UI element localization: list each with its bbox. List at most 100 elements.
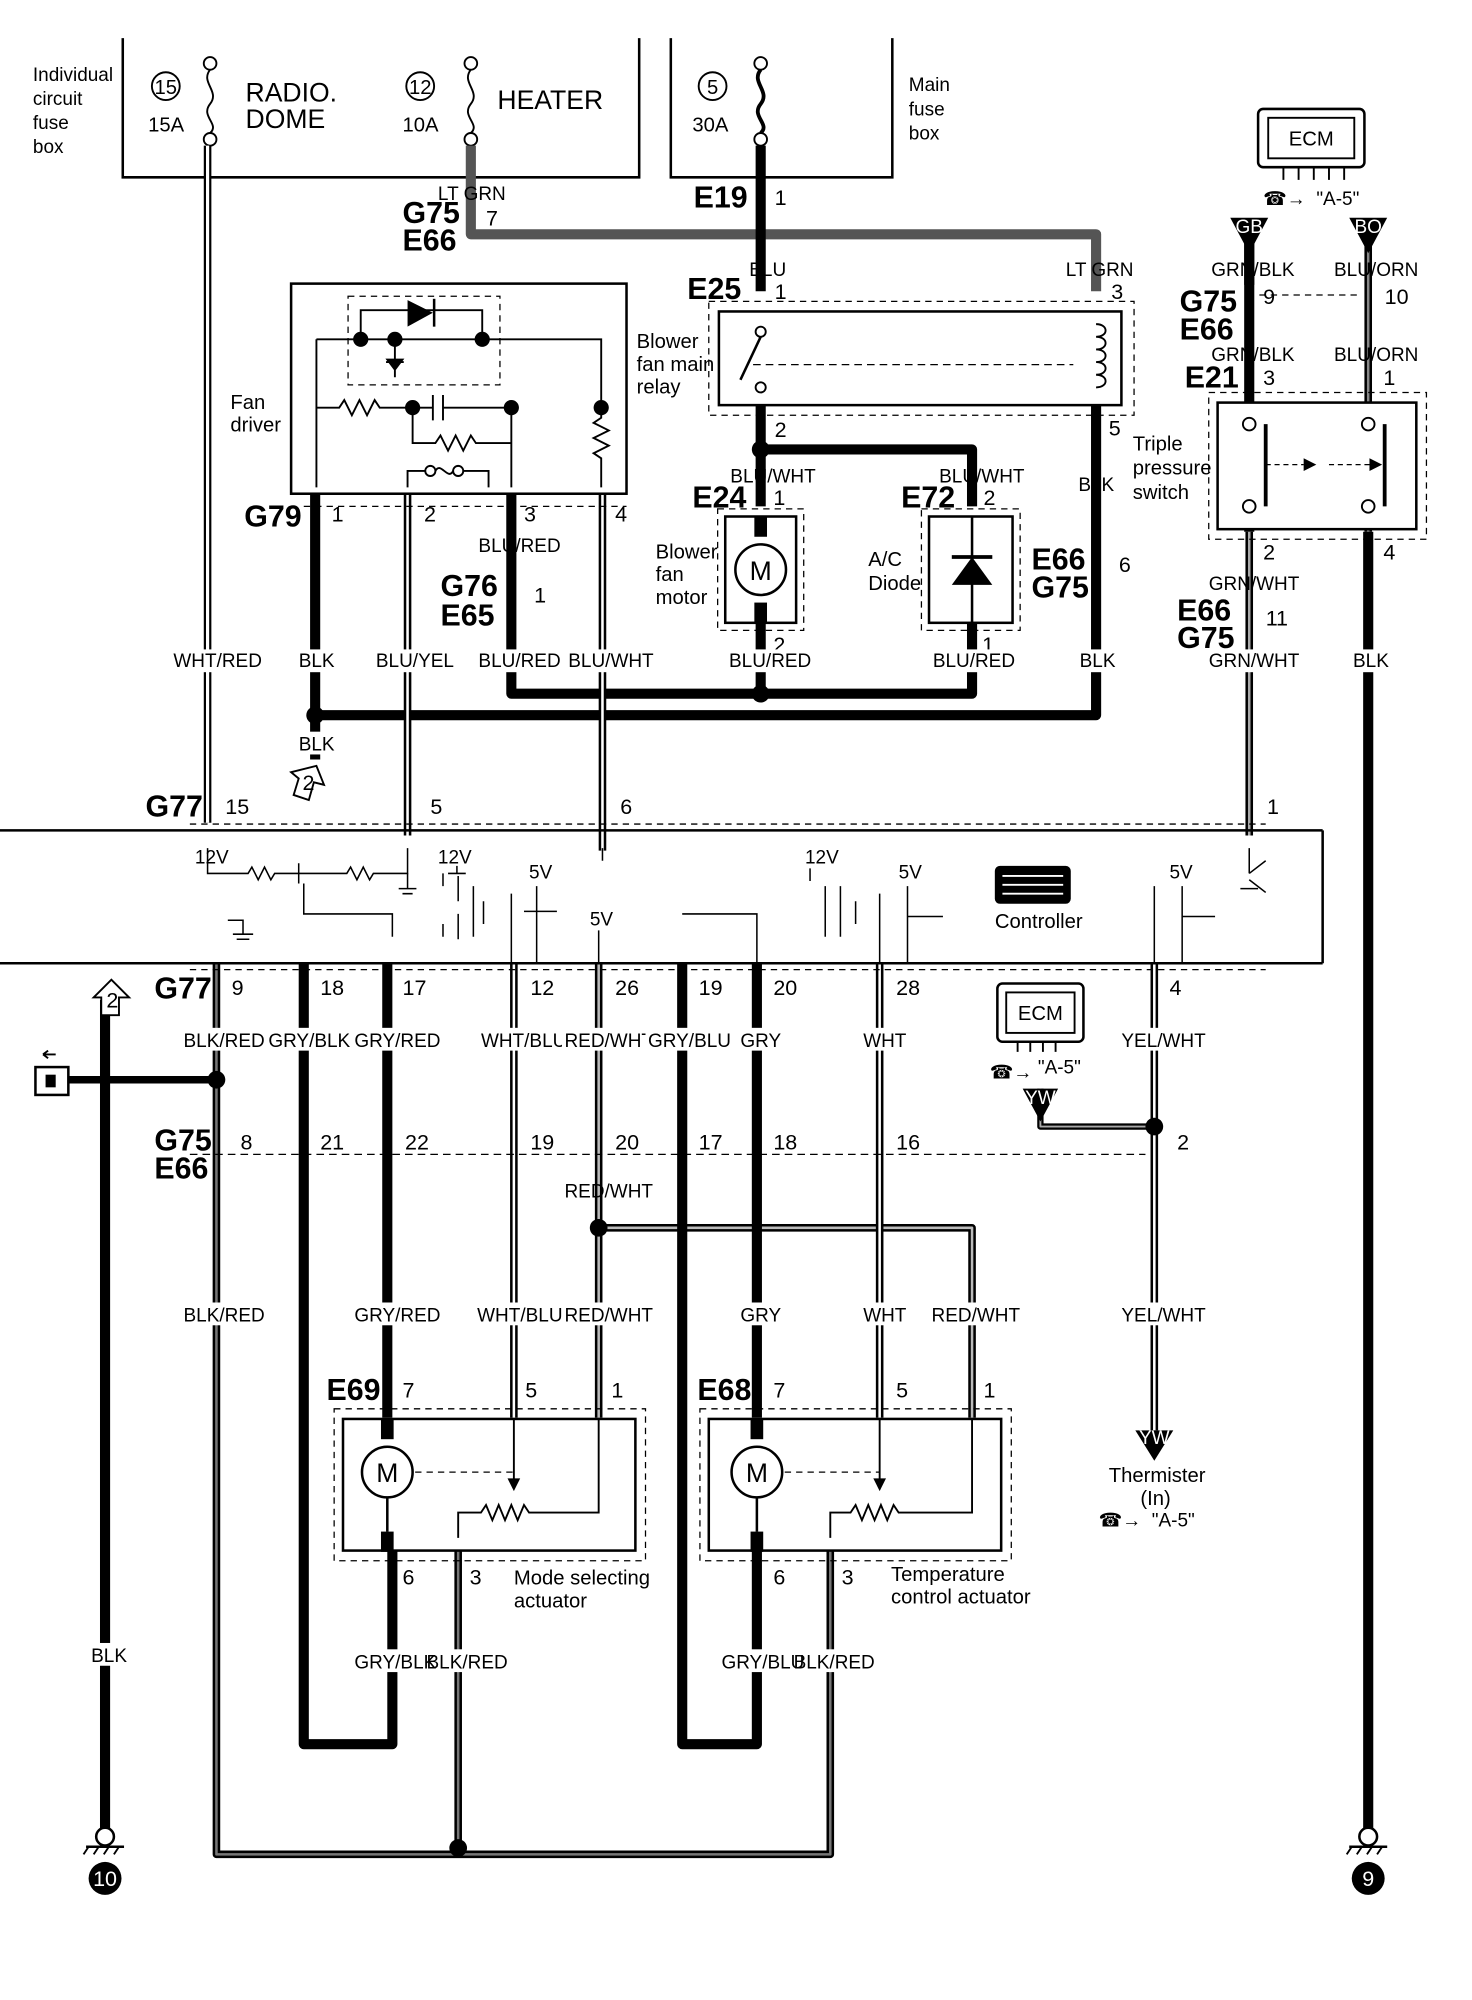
ecm-middle: ECM ☎→ "A-5" YW bbox=[990, 982, 1085, 1122]
svg-text:BLU/YEL: BLU/YEL bbox=[376, 651, 454, 672]
svg-text:2: 2 bbox=[106, 989, 118, 1013]
svg-text:G75: G75 bbox=[1180, 285, 1237, 318]
svg-text:5V: 5V bbox=[899, 862, 923, 883]
g77-lower-pins: G77 9 18 17 12 26 19 20 28 4 bbox=[154, 973, 1181, 1006]
thermister-ref: YW Thermister (In) ☎→ "A-5" bbox=[1099, 1428, 1206, 1531]
ground-10: 10 bbox=[82, 1826, 125, 1895]
svg-text:GRY/BLU: GRY/BLU bbox=[648, 1031, 731, 1052]
page-ref-arrow-upper: 2 bbox=[289, 764, 326, 802]
ac-diode: BLU/WHT E72 2 A/C Diode 1 bbox=[868, 466, 1025, 657]
svg-text:BLU/ORN: BLU/ORN bbox=[1334, 260, 1418, 281]
svg-text:RED/WHT: RED/WHT bbox=[564, 1181, 653, 1202]
svg-text:GRY: GRY bbox=[740, 1305, 781, 1326]
svg-text:WHT/RED: WHT/RED bbox=[173, 651, 262, 672]
ecm-top: ECM ☎→ "A-5" GB BO GRN/BLK BLU/ORN G75 E… bbox=[1180, 107, 1418, 394]
fan-driver: Fan driver bbox=[230, 282, 628, 495]
svg-text:DOME: DOME bbox=[246, 104, 326, 134]
svg-text:☎→: ☎→ bbox=[990, 1062, 1033, 1083]
svg-text:E68: E68 bbox=[697, 1374, 751, 1407]
svg-text:7: 7 bbox=[402, 1378, 414, 1402]
svg-text:7: 7 bbox=[486, 206, 498, 230]
svg-text:pressure: pressure bbox=[1133, 458, 1212, 480]
svg-text:17: 17 bbox=[402, 976, 426, 1000]
svg-text:RED/WHT: RED/WHT bbox=[564, 1305, 653, 1326]
svg-text:2: 2 bbox=[1263, 541, 1275, 565]
svg-text:BLK/RED: BLK/RED bbox=[794, 1652, 875, 1673]
svg-text:5: 5 bbox=[896, 1378, 908, 1402]
svg-text:3: 3 bbox=[842, 1566, 854, 1590]
svg-text:12: 12 bbox=[409, 77, 432, 99]
svg-text:17: 17 bbox=[699, 1130, 723, 1154]
svg-text:E25: E25 bbox=[687, 273, 741, 306]
svg-text:2: 2 bbox=[424, 503, 436, 527]
svg-text:15: 15 bbox=[225, 795, 249, 819]
svg-text:7: 7 bbox=[773, 1378, 785, 1402]
svg-text:GRY/BLK: GRY/BLK bbox=[268, 1031, 350, 1052]
svg-text:GRY: GRY bbox=[740, 1031, 781, 1052]
svg-text:GRY/BLK: GRY/BLK bbox=[354, 1652, 436, 1673]
svg-text:fan main: fan main bbox=[637, 354, 715, 376]
splice-points bbox=[207, 440, 1164, 1857]
svg-text:2: 2 bbox=[983, 486, 995, 510]
blower-fan-motor: BLU/WHT E24 1 M Blower fan motor 2 bbox=[656, 466, 816, 657]
svg-text:Controller: Controller bbox=[995, 911, 1083, 933]
svg-text:BLK/RED: BLK/RED bbox=[184, 1031, 265, 1052]
svg-text:circuit: circuit bbox=[33, 89, 83, 110]
svg-text:BLK: BLK bbox=[1078, 475, 1114, 496]
svg-text:ECM: ECM bbox=[1018, 1003, 1063, 1025]
svg-text:M: M bbox=[750, 556, 772, 586]
svg-text:2: 2 bbox=[773, 633, 785, 657]
svg-text:16: 16 bbox=[896, 1130, 920, 1154]
svg-text:12V: 12V bbox=[195, 847, 229, 868]
svg-text:box: box bbox=[909, 123, 940, 144]
svg-text:15A: 15A bbox=[148, 115, 185, 137]
lower-wire-labels-2: BLK/RED GRY/RED WHT/BLU RED/WHT GRY WHT … bbox=[180, 1302, 1206, 1326]
g75-e66-lower: G75 E66 8 21 22 19 20 17 18 16 2 RED/WHT bbox=[154, 1125, 1189, 1203]
svg-text:LT GRN: LT GRN bbox=[438, 184, 506, 205]
svg-text:E72: E72 bbox=[901, 482, 955, 515]
svg-text:Individual: Individual bbox=[33, 65, 113, 86]
svg-text:19: 19 bbox=[530, 1130, 554, 1154]
svg-text:1: 1 bbox=[1267, 795, 1279, 819]
svg-text:WHT/BLU: WHT/BLU bbox=[481, 1031, 566, 1052]
svg-text:2: 2 bbox=[303, 771, 315, 795]
svg-text:GRN/BLK: GRN/BLK bbox=[1211, 260, 1295, 281]
svg-text:E66: E66 bbox=[402, 225, 456, 258]
svg-text:2: 2 bbox=[1177, 1130, 1189, 1154]
svg-text:LT GRN: LT GRN bbox=[1066, 260, 1134, 281]
svg-text:BLU/RED: BLU/RED bbox=[478, 651, 560, 672]
svg-text:relay: relay bbox=[637, 377, 682, 399]
svg-text:G75: G75 bbox=[1177, 622, 1234, 655]
svg-text:BLU/RED: BLU/RED bbox=[933, 651, 1015, 672]
svg-text:BLK: BLK bbox=[299, 735, 335, 756]
svg-text:E66: E66 bbox=[1032, 544, 1086, 577]
svg-text:control actuator: control actuator bbox=[891, 1587, 1031, 1609]
svg-text:GB: GB bbox=[1236, 217, 1263, 238]
svg-text:WHT: WHT bbox=[863, 1305, 907, 1326]
svg-text:M: M bbox=[746, 1458, 768, 1488]
svg-text:YW: YW bbox=[1025, 1088, 1056, 1109]
svg-text:5V: 5V bbox=[529, 862, 553, 883]
svg-text:6: 6 bbox=[402, 1566, 414, 1590]
svg-text:RED/WHT: RED/WHT bbox=[564, 1031, 653, 1052]
svg-text:5: 5 bbox=[430, 795, 442, 819]
svg-text:G77: G77 bbox=[154, 973, 211, 1006]
svg-text:6: 6 bbox=[1119, 553, 1131, 577]
lower-wire-labels-1: BLK/RED GRY/BLK GRY/RED WHT/BLU RED/WHT … bbox=[180, 1027, 1206, 1052]
svg-text:12V: 12V bbox=[438, 847, 472, 868]
svg-text:9: 9 bbox=[1263, 285, 1275, 309]
svg-text:3: 3 bbox=[1111, 280, 1123, 304]
svg-text:BLK: BLK bbox=[1353, 651, 1389, 672]
svg-text:5V: 5V bbox=[590, 909, 614, 930]
svg-text:5: 5 bbox=[525, 1378, 537, 1402]
left-blk-label: BLK bbox=[88, 1642, 127, 1667]
svg-text:BLK: BLK bbox=[299, 651, 335, 672]
svg-text:E65: E65 bbox=[440, 599, 494, 632]
svg-text:GRY/RED: GRY/RED bbox=[354, 1305, 440, 1326]
svg-text:9: 9 bbox=[1362, 1867, 1374, 1891]
svg-text:21: 21 bbox=[320, 1130, 344, 1154]
main-fuse-box: Main fuse box bbox=[669, 38, 950, 179]
svg-text:3: 3 bbox=[470, 1566, 482, 1590]
svg-text:YEL/WHT: YEL/WHT bbox=[1121, 1305, 1206, 1326]
